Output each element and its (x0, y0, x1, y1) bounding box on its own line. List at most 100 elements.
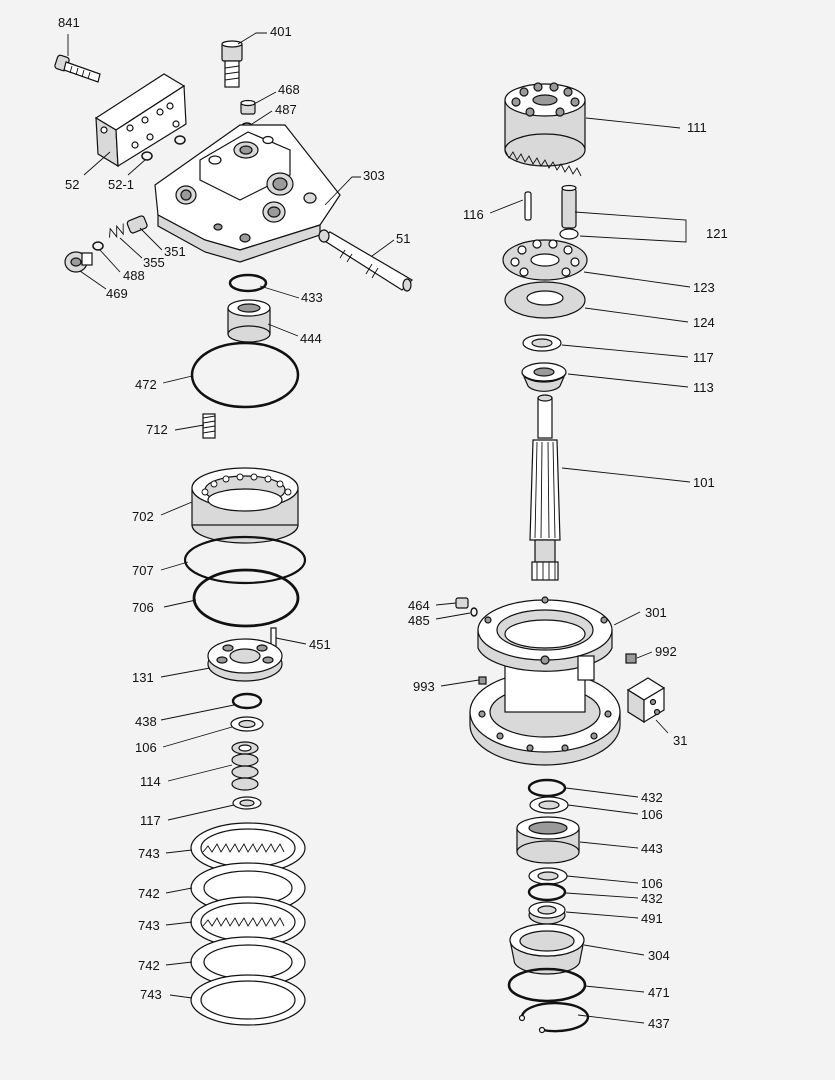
part-471-oring (507, 967, 587, 1003)
part-111-cylinder-block (504, 82, 586, 177)
part-301-housing (469, 596, 621, 766)
label-444: 444 (300, 331, 322, 346)
label-123: 123 (693, 280, 715, 295)
label-443: 443 (641, 841, 663, 856)
part-116-pin (524, 191, 532, 221)
label-451: 451 (309, 637, 331, 652)
label-351: 351 (164, 244, 186, 259)
label-702: 702 (132, 509, 154, 524)
label-117-right: 117 (693, 350, 714, 365)
label-106-top: 106 (641, 807, 663, 822)
part-438-snap-ring (231, 692, 263, 710)
part-706-oring (192, 568, 300, 628)
label-117-left: 117 (140, 813, 161, 828)
part-469-plug (64, 251, 93, 273)
label-124: 124 (693, 315, 715, 330)
label-993: 993 (413, 679, 435, 694)
part-labels: 841 401 468 487 52 52-1 303 351 355 488 … (58, 15, 728, 1031)
label-432-top: 432 (641, 790, 663, 805)
label-51: 51 (396, 231, 410, 246)
part-123-retainer-plate (502, 239, 588, 281)
label-111: 111 (687, 120, 707, 135)
part-114-spring (231, 741, 259, 791)
label-471: 471 (648, 985, 670, 1000)
label-487: 487 (275, 102, 297, 117)
label-304: 304 (648, 948, 670, 963)
part-468-plug (240, 99, 256, 115)
label-841: 841 (58, 15, 80, 30)
part-992-plug (625, 653, 637, 664)
label-355: 355 (143, 255, 165, 270)
part-121-piston (559, 184, 579, 240)
label-401: 401 (270, 24, 292, 39)
part-131-valve-plate (207, 638, 283, 682)
part-304-cover (509, 923, 585, 975)
label-992: 992 (655, 644, 677, 659)
label-712: 712 (146, 422, 168, 437)
part-432-ring-top (527, 778, 567, 798)
part-401-screw (221, 40, 243, 88)
part-51-shaft (318, 229, 413, 292)
label-706: 706 (132, 600, 154, 615)
part-303-valve-casing (154, 124, 341, 263)
piston-holes (201, 473, 292, 496)
part-52-1-orings (141, 135, 186, 161)
part-443-bearing (516, 816, 580, 864)
part-351-spool (126, 215, 148, 234)
label-468: 468 (278, 82, 300, 97)
label-301: 301 (645, 605, 667, 620)
part-355-spring (109, 223, 124, 239)
part-712-spring (202, 413, 216, 439)
label-485: 485 (408, 613, 430, 628)
part-491-seal (528, 901, 566, 925)
label-742-1: 742 (138, 886, 160, 901)
leader-lines (67, 32, 691, 1024)
part-472-oring (190, 341, 300, 409)
label-488: 488 (123, 268, 145, 283)
label-113: 113 (693, 380, 714, 395)
label-121: 121 (706, 226, 728, 241)
part-52-valve-block (94, 73, 187, 168)
label-743-3: 743 (140, 987, 162, 1002)
label-464: 464 (408, 598, 430, 613)
label-106-bottom: 106 (641, 876, 663, 891)
part-124-shoe-plate (504, 281, 586, 319)
part-488-oring (92, 241, 104, 251)
label-433: 433 (301, 290, 323, 305)
label-131: 131 (132, 670, 154, 685)
part-113-ball-guide (521, 362, 567, 392)
label-52: 52 (65, 177, 79, 192)
part-117-spacer-right (522, 334, 562, 352)
part-702-brake-piston (191, 467, 299, 544)
part-993-plug (478, 676, 487, 685)
part-743-plate-3 (190, 974, 306, 1026)
label-106-left: 106 (135, 740, 157, 755)
part-101-drive-shaft (529, 394, 561, 581)
label-742-2: 742 (138, 958, 160, 973)
label-52-1: 52-1 (108, 177, 134, 192)
label-116: 116 (463, 207, 484, 222)
part-841-bolt (54, 54, 101, 83)
label-472: 472 (135, 377, 157, 392)
part-485-oring (470, 607, 478, 617)
part-743-plate-1 (190, 822, 306, 874)
label-114: 114 (140, 774, 161, 789)
part-31-valve (626, 677, 666, 724)
label-437: 437 (648, 1016, 670, 1031)
part-464-plug (455, 597, 469, 609)
part-106-spacer-bottom (528, 867, 568, 885)
part-106-spacer (230, 716, 264, 732)
label-101: 101 (693, 475, 715, 490)
label-438: 438 (135, 714, 157, 729)
label-491: 491 (641, 911, 663, 926)
label-303: 303 (363, 168, 385, 183)
part-433-snap-ring (228, 273, 268, 293)
part-444-bearing (227, 299, 271, 343)
label-31: 31 (673, 733, 687, 748)
label-707: 707 (132, 563, 154, 578)
label-743-2: 743 (138, 918, 160, 933)
label-469: 469 (106, 286, 128, 301)
part-106-spacer-top (529, 796, 569, 814)
